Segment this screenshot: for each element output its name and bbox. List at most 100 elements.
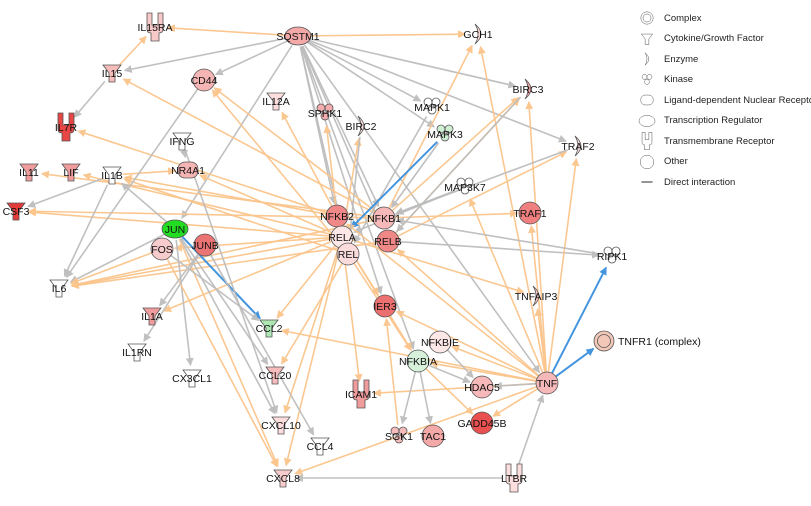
- node-jun[interactable]: JUN: [161, 219, 189, 239]
- cytokine-icon: [102, 166, 122, 185]
- node-il15ra[interactable]: IL15RA: [137, 12, 173, 42]
- node-map3k7[interactable]: MAP3K7: [444, 177, 486, 195]
- node-nfkbie[interactable]: NFKBIE: [421, 330, 459, 354]
- node-birc3[interactable]: BIRC3: [513, 78, 544, 100]
- node-label: CXCL8: [266, 473, 300, 485]
- node-label: CCL2: [256, 323, 283, 335]
- node-traf1[interactable]: TRAF1: [513, 201, 547, 225]
- node-il12a[interactable]: IL12A: [262, 92, 290, 111]
- node-ifng[interactable]: IFNG: [169, 132, 195, 151]
- node-label: NFKBIA: [399, 356, 437, 368]
- other-icon: [421, 424, 445, 448]
- node-il1b[interactable]: IL1B: [101, 166, 123, 185]
- node-cxcl10[interactable]: CXCL10: [261, 416, 301, 435]
- node-sqstm1[interactable]: SQSTM1: [276, 26, 320, 46]
- node-lif[interactable]: LIF: [61, 163, 81, 182]
- node-ripk1[interactable]: RIPK1: [597, 246, 628, 264]
- node-fos[interactable]: FOS: [150, 237, 174, 261]
- other-icon: [376, 229, 400, 253]
- edge-nfkb1-il6: [70, 219, 374, 288]
- node-label: IL6: [52, 283, 67, 295]
- node-nfkb2[interactable]: NFKB2: [320, 204, 354, 228]
- node-tnf[interactable]: TNF: [535, 371, 559, 395]
- node-label: CSF3: [3, 206, 30, 218]
- node-label: HDAC5: [464, 382, 500, 394]
- node-hdac5[interactable]: HDAC5: [464, 375, 500, 399]
- node-cx3cl1[interactable]: CX3CL1: [172, 369, 212, 388]
- edge-sqstm1-ier3: [300, 46, 383, 295]
- node-il7r[interactable]: IL7R: [55, 112, 78, 142]
- edge-fos-il6: [70, 252, 152, 285]
- edge-traf2-nfkb1: [395, 149, 568, 215]
- node-gch1[interactable]: GCH1: [463, 23, 493, 45]
- node-il1a[interactable]: IL1A: [141, 307, 163, 326]
- node-tnfr1[interactable]: TNFR1 (complex): [593, 330, 701, 352]
- edge-rela-il6: [70, 238, 332, 289]
- node-gadd45b[interactable]: GADD45B: [457, 411, 507, 435]
- node-ccl4[interactable]: CCL4: [307, 437, 334, 456]
- node-tac1[interactable]: TAC1: [420, 424, 446, 448]
- node-csf3[interactable]: CSF3: [3, 202, 30, 221]
- legend-label: Direct interaction: [664, 176, 736, 188]
- node-cxcl8[interactable]: CXCL8: [266, 469, 300, 488]
- node-label: CX3CL1: [172, 373, 212, 385]
- edge-relb-traf2: [397, 151, 568, 237]
- enzyme-icon: [574, 135, 582, 157]
- other-icon: [372, 206, 396, 230]
- edge-sqstm1-jun: [181, 44, 293, 219]
- node-il15[interactable]: IL15: [102, 64, 123, 83]
- node-nfkb1[interactable]: NFKB1: [367, 206, 401, 230]
- ligand-receptor-icon: [177, 161, 199, 179]
- other-icon: [150, 237, 174, 261]
- cytokine-icon: [127, 343, 147, 362]
- node-label: FOS: [151, 244, 173, 256]
- node-nfkbia[interactable]: NFKBIA: [399, 349, 437, 373]
- edge-ripk1-nfkb1: [395, 217, 602, 255]
- node-il6[interactable]: IL6: [49, 279, 69, 298]
- edge-il1b-csf3: [27, 178, 102, 208]
- edge-sqstm1-tnf: [303, 44, 541, 374]
- edge-tnf-tnfr1: [555, 347, 595, 378]
- node-mapk1[interactable]: MAPK1: [414, 97, 450, 115]
- node-nr4a1[interactable]: NR4A1: [171, 161, 205, 179]
- ligand-receptor-icon: [640, 95, 654, 106]
- legend-label: Transmembrane Receptor: [664, 135, 775, 147]
- node-mapk3[interactable]: MAPK3: [427, 124, 463, 142]
- node-label: NFKB2: [320, 211, 354, 223]
- enzyme-icon: [532, 285, 540, 307]
- node-label: CCL4: [307, 441, 334, 453]
- node-traf2[interactable]: TRAF2: [561, 135, 595, 157]
- node-label: MAPK3: [427, 129, 463, 141]
- other-icon: [639, 154, 655, 169]
- node-birc2[interactable]: BIRC2: [346, 115, 377, 137]
- node-il1rn[interactable]: IL1RN: [122, 343, 152, 362]
- legend-label: Other: [664, 156, 688, 168]
- node-ltbr[interactable]: LTBR: [501, 463, 527, 493]
- cytokine-icon: [310, 437, 330, 456]
- other-icon: [518, 201, 542, 225]
- node-rel[interactable]: REL: [336, 242, 360, 266]
- node-sgk1[interactable]: SGK1: [385, 426, 413, 444]
- node-icam1[interactable]: ICAM1: [345, 379, 377, 409]
- edge-ifng-nr4a1: [180, 149, 188, 159]
- edge-rel-cd44: [211, 89, 342, 247]
- node-junb[interactable]: JUNB: [191, 233, 219, 257]
- node-sphk1[interactable]: SPHK1: [308, 103, 343, 121]
- node-relb[interactable]: RELB: [374, 229, 402, 253]
- node-rela[interactable]: RELA: [328, 225, 356, 249]
- edge-sqstm1-cd44: [214, 39, 289, 76]
- edge-junb-il1a: [159, 253, 200, 307]
- node-ccl20[interactable]: CCL20: [259, 366, 292, 385]
- legend-item-transmembrane-receptor: Transmembrane Receptor: [636, 131, 811, 152]
- edge-cd44-il6: [65, 88, 199, 279]
- edge-jun-ccl20: [180, 237, 269, 366]
- node-il11[interactable]: IL11: [19, 163, 39, 182]
- node-label: IL1B: [101, 170, 123, 182]
- transmembrane-receptor-icon: [641, 132, 653, 151]
- node-ccl2[interactable]: CCL2: [256, 319, 283, 338]
- node-cd44[interactable]: CD44: [191, 68, 218, 92]
- node-label: IL1RN: [122, 347, 152, 359]
- node-ier3[interactable]: IER3: [373, 294, 397, 318]
- transmembrane-receptor-icon: [146, 12, 164, 42]
- node-tnfaip3[interactable]: TNFAIP3: [515, 285, 558, 307]
